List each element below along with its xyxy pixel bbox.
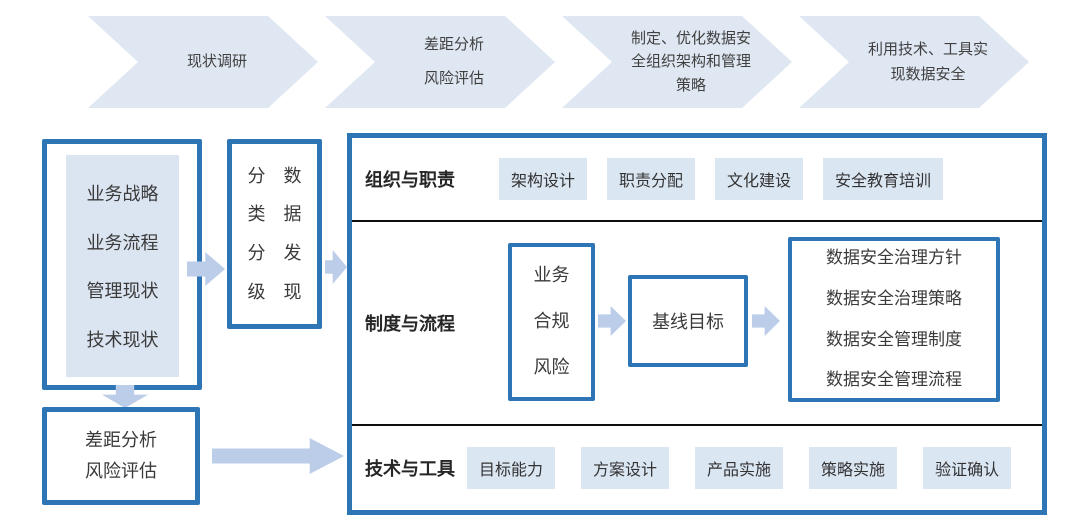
gap-analysis-box: 差距分析 风险评估 [42,407,200,505]
chip-product-implementation: 产品实施 [695,447,784,489]
chip-solution-design: 方案设计 [581,447,670,489]
row-tech-tools-label: 技术与工具 [365,459,455,479]
row-organization-label: 组织与职责 [365,170,455,190]
chip-verification-confirmation: 验证确认 [923,447,1012,489]
divider [352,424,1042,426]
current-state-item: 业务战略 [86,184,159,205]
row-tech-tools: 技术与工具 目标能力 方案设计 产品实施 策略实施 验证确认 [352,426,1042,510]
divider [352,220,1042,222]
current-state-list: 业务战略 业务流程 管理现状 技术现状 [66,155,179,377]
current-state-box: 业务战略 业务流程 管理现状 技术现状 [42,139,202,390]
chip-target-capability: 目标能力 [467,447,556,489]
current-state-item: 业务流程 [86,232,159,253]
chip-strategy-implementation: 策略实施 [809,447,898,489]
row-policy-process: 制度与流程 业务 合规 风险 基线目标 数据安全治理方针 数据安全治理策略 数据… [352,222,1042,424]
process-step-tech-tools: 利用技术、工具实 现数据安全 [799,16,1029,108]
process-step-org-strategy: 制定、优化数据安 全组织架构和管理 策略 [562,16,792,108]
chip-culture-building: 文化建设 [715,158,804,200]
arrow-right-icon [598,306,626,336]
arrow-right-icon [752,306,780,336]
data-discovery-classification-box: 分 数 类 据 分 发 级 现 [227,139,322,329]
arrow-right-icon [212,438,344,474]
process-step-gap-risk: 差距分析 风险评估 [325,16,555,108]
baseline-target-box: 基线目标 [628,275,748,367]
business-compliance-risk-box: 业务 合规 风险 [508,243,595,401]
security-policy-docs-box: 数据安全治理方针 数据安全治理策略 数据安全管理制度 数据安全管理流程 [788,237,1000,402]
current-state-item: 管理现状 [86,281,159,302]
chip-architecture-design: 架构设计 [499,158,588,200]
current-state-item: 技术现状 [86,329,159,350]
chip-security-training: 安全教育培训 [823,158,944,200]
row-policy-process-label: 制度与流程 [365,314,455,334]
arrow-right-icon [325,250,347,284]
chip-duty-allocation: 职责分配 [607,158,696,200]
main-panel: 组织与职责 架构设计 职责分配 文化建设 安全教育培训 制度与流程 业务 合规 … [347,133,1047,515]
row-organization: 组织与职责 架构设计 职责分配 文化建设 安全教育培训 [352,138,1042,220]
process-step-research: 现状调研 [88,16,318,108]
